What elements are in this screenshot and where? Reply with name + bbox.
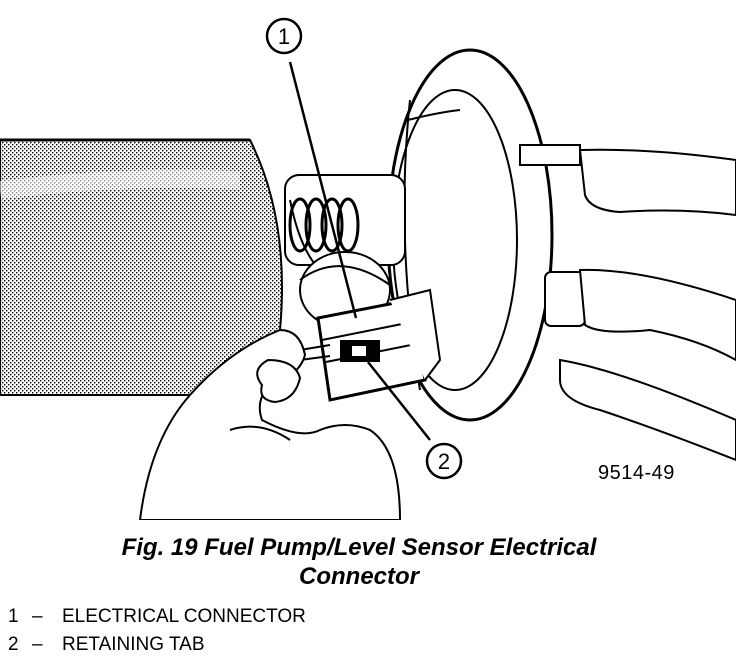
caption-line-2: Connector [299, 563, 419, 590]
electrical-connector [299, 288, 442, 402]
caption-line-1: Fig. 19 Fuel Pump/Level Sensor Electrica… [121, 534, 597, 561]
legend-item: 2 – RETAINING TAB [8, 631, 306, 659]
figure-caption: Fig. 19 Fuel Pump/Level Sensor Electrica… [0, 533, 718, 591]
legend-dash: – [32, 634, 43, 655]
fuel-pump-connector-illustration: 1 2 [0, 17, 736, 520]
callout-2: 2 [367, 361, 463, 480]
legend-item: 1 – ELECTRICAL CONNECTOR [8, 603, 306, 631]
legend-label: RETAINING TAB [62, 634, 205, 655]
figure-legend: 1 – ELECTRICAL CONNECTOR 2 – RETAINING T… [8, 603, 306, 659]
callout-1: 1 [265, 17, 358, 319]
legend-label: ELECTRICAL CONNECTOR [62, 606, 306, 627]
legend-number: 1 [8, 606, 19, 627]
callout-1-number: 1 [278, 24, 290, 49]
legend-number: 2 [8, 634, 19, 655]
figure-code: 9514-49 [598, 462, 675, 484]
callout-2-number: 2 [438, 449, 450, 474]
technician-hands [138, 148, 736, 520]
pump-housing [0, 138, 283, 396]
legend-dash: – [32, 606, 43, 627]
